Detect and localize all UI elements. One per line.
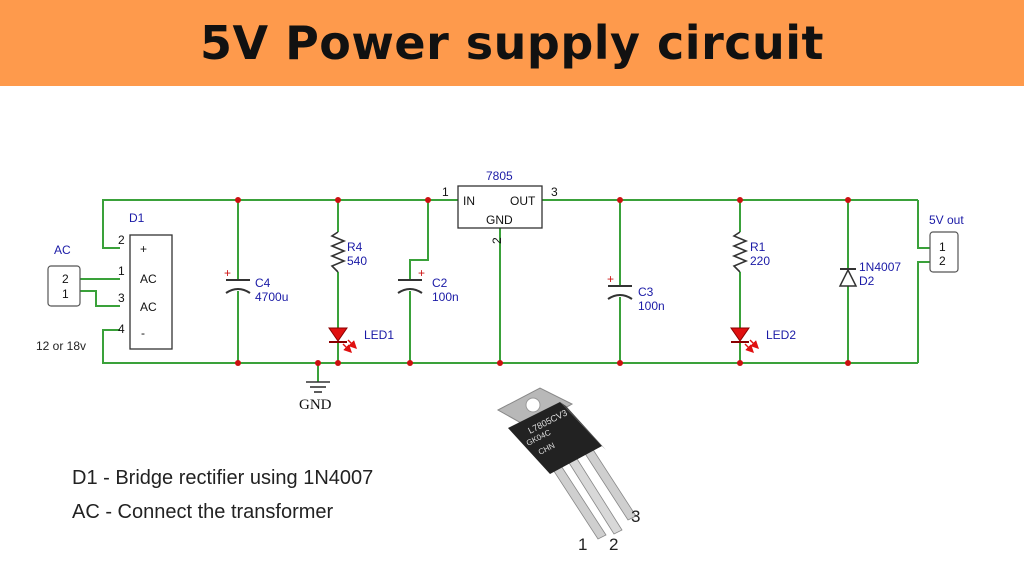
note-bridge-rectifier: D1 - Bridge rectifier using 1N4007: [72, 467, 373, 489]
regulator-7805: 7805 IN OUT GND 1 3 2: [442, 169, 558, 244]
note-ac-transformer: AC - Connect the transformer: [72, 501, 334, 523]
input-voltage-note: 12 or 18v: [36, 339, 86, 353]
led2-label: LED2: [766, 328, 796, 342]
output-connector: 5V out 1 2: [929, 213, 964, 273]
c4-value: 4700u: [255, 290, 288, 304]
c4-plus: +: [224, 266, 231, 280]
regulator-in: IN: [463, 194, 475, 208]
regulator-pin-2: 2: [490, 237, 504, 244]
d1-pin-3: 3: [118, 291, 125, 305]
r1-value: 220: [750, 254, 770, 268]
c3-plus: +: [607, 272, 614, 286]
ac-connector: AC 2 1 12 or 18v: [36, 243, 86, 353]
c4-label: C4: [255, 276, 271, 290]
ground-icon: [306, 381, 330, 393]
wire-top-left: [102, 199, 460, 249]
ground-label: GND: [299, 397, 332, 413]
ac-label: AC: [54, 243, 71, 257]
led1-label: LED1: [364, 328, 394, 342]
ac-pin-2: 2: [62, 272, 69, 286]
ac-pin-1: 1: [62, 287, 69, 301]
d1-ac-a: AC: [140, 272, 157, 286]
c3-label: C3: [638, 285, 654, 299]
d2-label: D2: [859, 274, 875, 288]
regulator-out: OUT: [510, 194, 536, 208]
output-pin-2: 2: [939, 254, 946, 268]
wires: [80, 199, 930, 382]
package-pin-3: 3: [631, 507, 640, 526]
d1-pin-4: 4: [118, 322, 125, 336]
c2-label: C2: [432, 276, 448, 290]
output-label: 5V out: [929, 213, 964, 227]
resistor-r4: [329, 231, 347, 273]
title-banner: 5V Power supply circuit: [0, 0, 1024, 86]
package-pin-1: 1: [578, 535, 587, 554]
c2-plus: +: [418, 266, 425, 280]
wire-bottom: [102, 329, 918, 364]
d1-pin-2: 2: [118, 233, 125, 247]
wire-ac-1: [80, 290, 120, 307]
c2-value: 100n: [432, 290, 459, 304]
package-pin-2: 2: [609, 535, 618, 554]
capacitor-c4: [225, 279, 251, 294]
led1-icon: [328, 327, 357, 353]
d1-ac-b: AC: [140, 300, 157, 314]
diode-d2-icon: [838, 268, 858, 287]
regulator-pin-1: 1: [442, 185, 449, 199]
d1-minus: -: [141, 326, 145, 340]
junction-nodes: [235, 197, 851, 366]
d1-pin-1: 1: [118, 264, 125, 278]
d1-label: D1: [129, 211, 145, 225]
output-pin-1: 1: [939, 240, 946, 254]
page-title: 5V Power supply circuit: [199, 16, 825, 70]
capacitor-c3: [607, 285, 633, 300]
wire-out-pin1: [917, 200, 930, 249]
c3-value: 100n: [638, 299, 665, 313]
resistor-r1: [731, 231, 749, 273]
led2-icon: [730, 327, 759, 353]
wire-out-pin2: [917, 261, 930, 363]
d1-plus: +: [140, 242, 147, 256]
l7805-package-icon: L7805CV3 GK04C CHN: [496, 387, 637, 540]
regulator-pin-3: 3: [551, 185, 558, 199]
r1-label: R1: [750, 240, 766, 254]
regulator-label: 7805: [486, 169, 513, 183]
bridge-rectifier-d1: D1 2 1 3 4 + AC AC -: [118, 211, 173, 350]
regulator-gnd: GND: [486, 213, 513, 227]
d2-part: 1N4007: [859, 260, 901, 274]
capacitor-c2: [397, 279, 423, 294]
r4-value: 540: [347, 254, 367, 268]
r4-label: R4: [347, 240, 363, 254]
